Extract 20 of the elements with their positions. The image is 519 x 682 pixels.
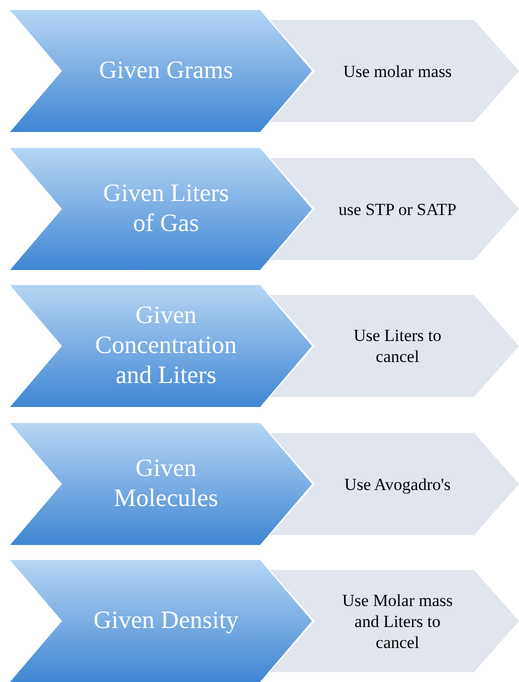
- chevron-panel: [270, 433, 519, 535]
- chevron-label: Given Concentration and Liters: [94, 301, 238, 391]
- chevron-label: Given Density: [93, 606, 239, 636]
- chevron-banner: [10, 148, 312, 270]
- chevron-banner: [10, 560, 312, 682]
- chevron-panel: [270, 20, 519, 122]
- chevron-panel: [270, 570, 519, 672]
- chevron-banner: [10, 423, 312, 545]
- chevron-banner: [10, 285, 312, 407]
- chevron-label: Given Grams: [99, 56, 233, 86]
- chevron-label: Use molar mass: [343, 60, 452, 82]
- chevron-panel: [270, 295, 519, 397]
- chevron-label: use STP or SATP: [338, 198, 456, 220]
- chevron-banner: [10, 10, 312, 132]
- chevron-panel: [270, 158, 519, 260]
- chevron-label: Use Liters to cancel: [352, 325, 442, 367]
- chevron-label: Use Avogadro's: [344, 474, 451, 494]
- chevron-label: Given Liters of Gas: [102, 179, 230, 239]
- chevron-label: Use Molar mass and Liters to cancel: [341, 590, 454, 652]
- chevron-label: Given Molecules: [112, 454, 220, 514]
